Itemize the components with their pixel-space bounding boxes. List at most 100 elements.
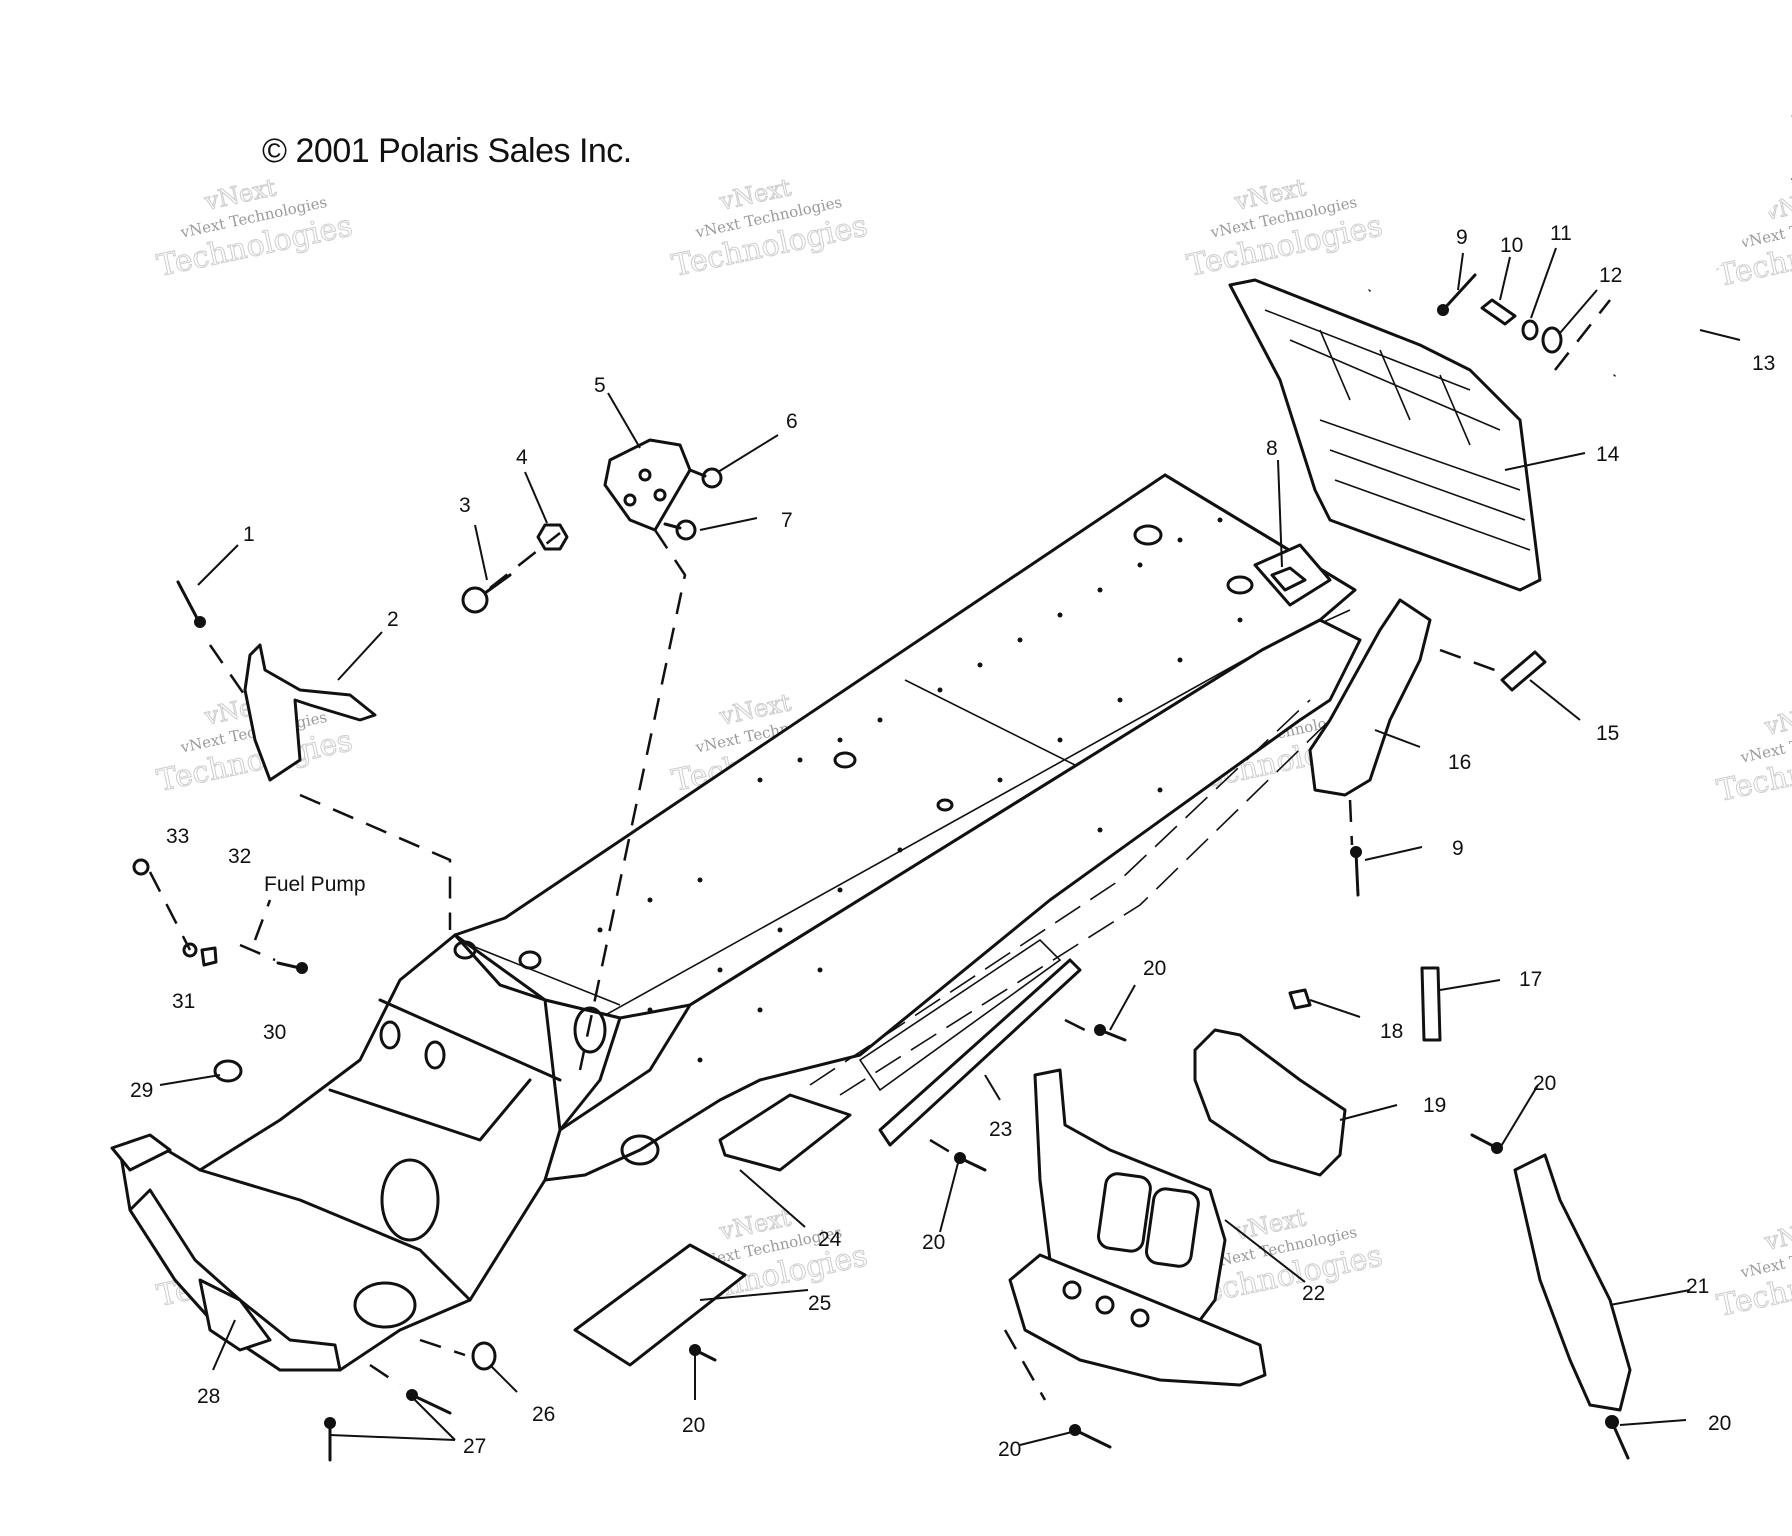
assembly-lines bbox=[148, 299, 1611, 1401]
callout-4: 4 bbox=[516, 446, 528, 469]
callout-11: 11 bbox=[1550, 222, 1572, 245]
callout-17: 17 bbox=[1519, 968, 1542, 991]
watermark: vNext vNext Technologies Technologies bbox=[1713, 1213, 1792, 1325]
callout-6: 6 bbox=[786, 410, 798, 433]
callout-20-f: 20 bbox=[1708, 1412, 1731, 1435]
watermark: vNext vNext Technologies Technologies bbox=[1183, 173, 1385, 285]
copyright-notice: © 2001 Polaris Sales Inc. bbox=[262, 132, 632, 170]
callout-27: 27 bbox=[463, 1435, 486, 1458]
callout-24: 24 bbox=[818, 1228, 842, 1251]
callout-5: 5 bbox=[594, 374, 606, 397]
engine-bay-mid-edge bbox=[378, 998, 562, 1082]
callout-7: 7 bbox=[781, 509, 793, 532]
callout-8: 8 bbox=[1266, 437, 1278, 460]
callout-12: 12 bbox=[1599, 264, 1622, 287]
callout-9-lower: 9 bbox=[1452, 837, 1464, 860]
clip bbox=[200, 946, 218, 967]
grommet bbox=[213, 1059, 243, 1083]
engine-bay-floor-edge bbox=[198, 1168, 472, 1302]
heat-shield bbox=[1193, 1028, 1347, 1177]
callout-13: 13 bbox=[1752, 352, 1775, 375]
fuel-pump-label: Fuel Pump bbox=[264, 873, 366, 896]
bumper-end-block bbox=[198, 1278, 272, 1352]
nut bbox=[536, 523, 569, 551]
callout-16: 16 bbox=[1448, 751, 1471, 774]
snow-flap bbox=[1228, 278, 1542, 592]
callout-33: 33 bbox=[166, 825, 189, 848]
bumper-highlight bbox=[1612, 177, 1792, 378]
callout-18: 18 bbox=[1380, 1020, 1403, 1043]
bolt bbox=[1270, 566, 1307, 592]
side-wall-dash-line bbox=[839, 719, 1331, 1096]
mounting-bracket bbox=[243, 643, 377, 782]
strap bbox=[1420, 966, 1442, 1042]
bolt-shank bbox=[483, 573, 512, 595]
callout-3: 3 bbox=[459, 494, 471, 517]
bolt bbox=[1480, 298, 1517, 326]
tunnel-deck-seam bbox=[904, 679, 1086, 771]
tunnel-deck-hole bbox=[1226, 575, 1254, 595]
callout-31: 31 bbox=[172, 990, 195, 1013]
washer bbox=[1521, 319, 1539, 341]
bulkhead-edge bbox=[453, 933, 562, 1132]
rivet bbox=[176, 580, 200, 622]
callout-9-upper: 9 bbox=[1456, 226, 1468, 249]
callout-20-e: 20 bbox=[998, 1438, 1021, 1461]
callout-14: 14 bbox=[1596, 443, 1620, 466]
side-panel-foot bbox=[1008, 1253, 1267, 1387]
callout-23: 23 bbox=[989, 1118, 1012, 1141]
screw bbox=[701, 467, 723, 489]
perforated-panel bbox=[858, 938, 1062, 1092]
side-panel-assembly bbox=[1008, 1068, 1267, 1387]
callout-32: 32 bbox=[228, 845, 251, 868]
bumper-highlight bbox=[1366, 43, 1792, 293]
tunnel-deck-hole bbox=[936, 798, 954, 812]
callout-15: 15 bbox=[1596, 722, 1619, 745]
side-wall-dash-line bbox=[809, 699, 1311, 1086]
rear-brace bbox=[1308, 598, 1432, 797]
callout-26: 26 bbox=[532, 1403, 555, 1426]
rear-side-bracket bbox=[1513, 1153, 1632, 1412]
callout-29: 29 bbox=[130, 1079, 153, 1102]
callout-20-b: 20 bbox=[922, 1231, 945, 1254]
engine-mount-plate bbox=[603, 438, 692, 532]
bushing bbox=[471, 1341, 497, 1371]
deck-rivets bbox=[597, 517, 1243, 1063]
callout-25: 25 bbox=[808, 1292, 831, 1315]
callout-21: 21 bbox=[1686, 1275, 1709, 1298]
bulkhead-holes bbox=[353, 940, 660, 1329]
engine-bay-inner-edge bbox=[328, 1078, 532, 1142]
callout-20-a: 20 bbox=[1143, 957, 1166, 980]
nut bbox=[132, 858, 150, 876]
callout-28: 28 bbox=[197, 1385, 220, 1408]
watermark: vNext vNext Technologies Technologies bbox=[668, 173, 870, 285]
fasteners bbox=[132, 273, 1630, 1462]
washer bbox=[1541, 326, 1563, 354]
leader-lines bbox=[159, 247, 1741, 1446]
callout-20-c: 20 bbox=[1533, 1072, 1556, 1095]
clip bbox=[1288, 988, 1312, 1010]
callout-30: 30 bbox=[263, 1021, 286, 1044]
screw bbox=[675, 519, 697, 541]
front-bumper bbox=[110, 1133, 172, 1172]
watermark: vNext vNext Technologies Technologies bbox=[153, 173, 355, 285]
bumper-pad bbox=[1500, 650, 1547, 692]
floor-plate bbox=[573, 1243, 747, 1367]
callout-22: 22 bbox=[1302, 1282, 1325, 1305]
callout-1: 1 bbox=[243, 523, 255, 546]
svg-text:vNext: vNext bbox=[1761, 698, 1792, 741]
callout-2: 2 bbox=[387, 608, 399, 631]
tunnel-deck-hole bbox=[1133, 524, 1163, 546]
callout-20-d: 20 bbox=[682, 1414, 705, 1437]
running-board-strip bbox=[878, 958, 1082, 1147]
callout-numbers: 1 2 3 4 5 6 7 8 9 9 10 11 12 13 14 15 16… bbox=[130, 222, 1775, 1461]
tunnel-deck-hole bbox=[833, 751, 857, 769]
snow-flap-assembly bbox=[1228, 278, 1542, 592]
svg-text:vNext: vNext bbox=[1761, 1213, 1792, 1256]
callout-19: 19 bbox=[1423, 1094, 1446, 1117]
callout-10: 10 bbox=[1500, 234, 1523, 257]
side-panel bbox=[1033, 1068, 1227, 1322]
watermark: vNext vNext Technologies Technologies bbox=[1713, 698, 1792, 810]
